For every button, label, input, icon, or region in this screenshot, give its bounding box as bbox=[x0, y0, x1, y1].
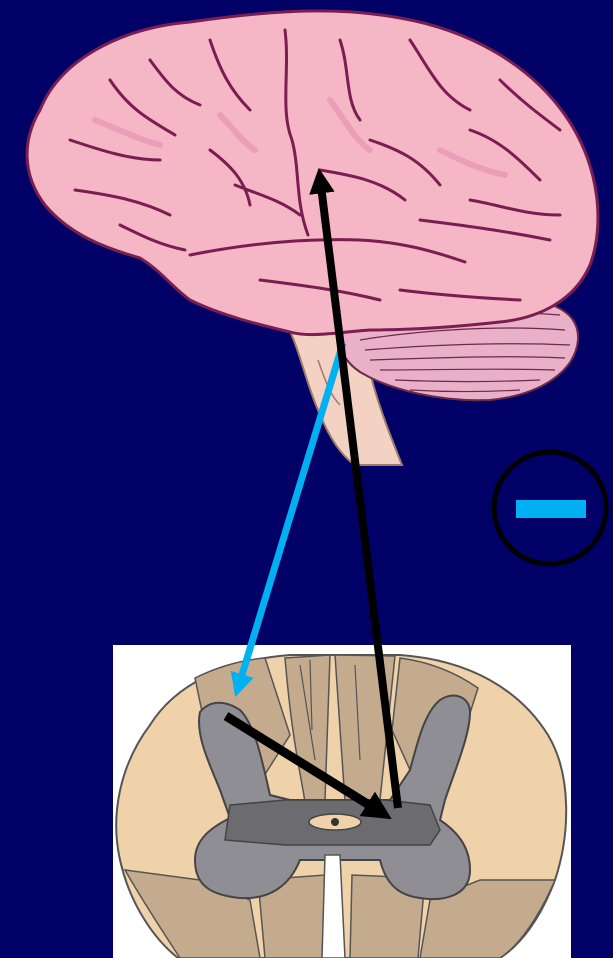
minus-sign-in-circle-icon bbox=[494, 452, 606, 564]
descending-inhibitory-arrow bbox=[238, 343, 343, 688]
spinal-cord-cross-section bbox=[113, 645, 571, 958]
cerebrum bbox=[27, 11, 598, 335]
